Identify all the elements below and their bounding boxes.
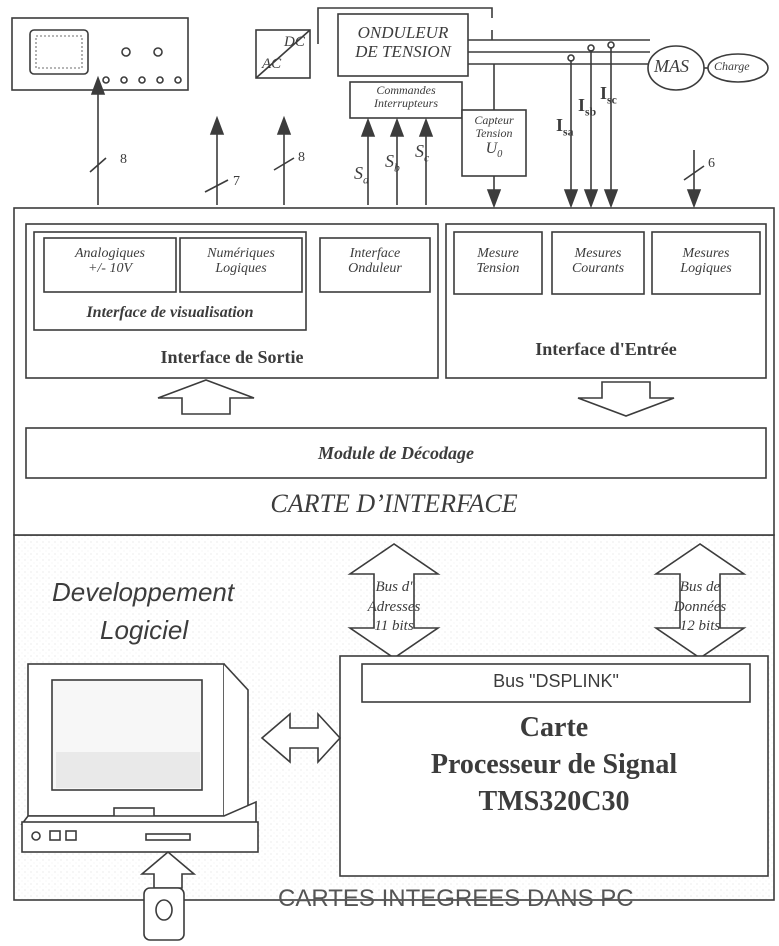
mesures-logiques-box [651,231,761,295]
mesures-courants-box [551,231,645,295]
entree-panel [445,223,767,379]
sc-label: S [415,141,424,161]
isc-sub: sc [607,93,617,107]
bus-donnees-line1: Bus de [679,579,721,595]
sb-label: S [385,151,394,171]
bus-count-8: 8 [298,150,305,165]
mas-label: MAS [654,56,689,76]
onduleur-box [337,13,469,77]
visualisation-title: Interface de visualisation [86,304,254,321]
sa-sub: a [363,173,369,187]
interface-label: Interface [349,246,401,261]
interface-onduleur-box [319,237,431,293]
isb-label: I [578,95,586,115]
mesure-tension-label: Tension [476,261,520,277]
computer-icon [20,663,259,941]
carte-interface-title: CARTE D’INTERFACE [270,489,518,518]
analogiques-box [43,237,177,293]
dc-label: DC [284,34,305,50]
courants-label: Courants [571,261,625,277]
charge-label: Charge [714,59,750,73]
interface-card [13,207,775,536]
mesure-tension-box [453,231,543,295]
bus-count-7: 7 [233,174,240,189]
bus-adresses-line2: Adresses [367,598,421,615]
bus-adresses-line1: Bus d' [375,579,413,595]
bus-donnees-line3: 12 bits [679,618,721,634]
commandes-box [349,81,463,119]
bus-donnees-line2: Données [673,598,727,615]
sb-sub: b [394,161,400,175]
sc-sub: c [424,151,430,165]
isa-sub: sa [563,125,574,139]
sa-label: S [354,163,363,183]
output-arrows [90,75,434,205]
numeriques-label: Numériques [207,246,275,261]
dev-subtitle: Logiciel [100,615,189,645]
visualisation-panel [33,231,307,331]
bus-count-scope: 8 [120,152,127,167]
interrupteurs-label: Interrupteurs [374,96,438,111]
sortie-title: Interface de Sortie [160,347,304,367]
u0-subscript: 0 [497,149,503,161]
pc-footer: CARTES INTEGREES DANS PC [278,885,634,912]
mouse-up-arrow [139,850,197,889]
analogiques-label: Analogiques [75,246,145,261]
numeriques-box [179,237,303,293]
pc-dsp-arrow [260,711,342,765]
dsplink-box [361,663,751,703]
input-arrows [486,76,702,209]
logiques-entree-label: Logiques [680,261,732,277]
tms-label: TMS320C30 [478,785,630,817]
isb-sub: sb [585,105,597,119]
down-hollow-arrow [577,381,675,417]
onduleur-subtitle: DE TENSION [355,41,451,61]
sortie-panel [25,223,439,379]
onduleur-title: ONDULEUR [357,23,449,42]
ac-label: AC [262,56,282,72]
bus-adresses-line3: 11 bits [374,618,414,634]
bus-count-6: 6 [708,156,715,171]
processeur-label: Processeur de Signal [430,748,678,780]
entree-title: Interface d'Entrée [535,339,677,359]
oscilloscope-icon [11,17,189,91]
capteur-label: Capteur [474,113,514,127]
tension-label: Tension [475,126,513,141]
dev-title: Developpement [52,577,235,607]
logiques-label: Logiques [215,261,267,277]
up-hollow-arrow [157,379,255,415]
onduleur-label: Onduleur [348,261,402,277]
decodage-box [25,427,767,479]
mesures-logiques-label: Mesures [682,246,730,261]
dsplink-label: Bus "DSPLINK" [493,671,619,691]
decodage-label: Module de Décodage [318,443,474,463]
carte-label: Carte [519,712,589,743]
isc-label: I [600,83,608,103]
mesures-label: Mesures [574,246,622,261]
u0-label: U [485,140,498,158]
mesure-label: Mesure [477,246,519,261]
commandes-label: Commandes [376,83,436,97]
isa-label: I [556,115,564,135]
analogiques-range: +/- 10V [87,261,133,277]
